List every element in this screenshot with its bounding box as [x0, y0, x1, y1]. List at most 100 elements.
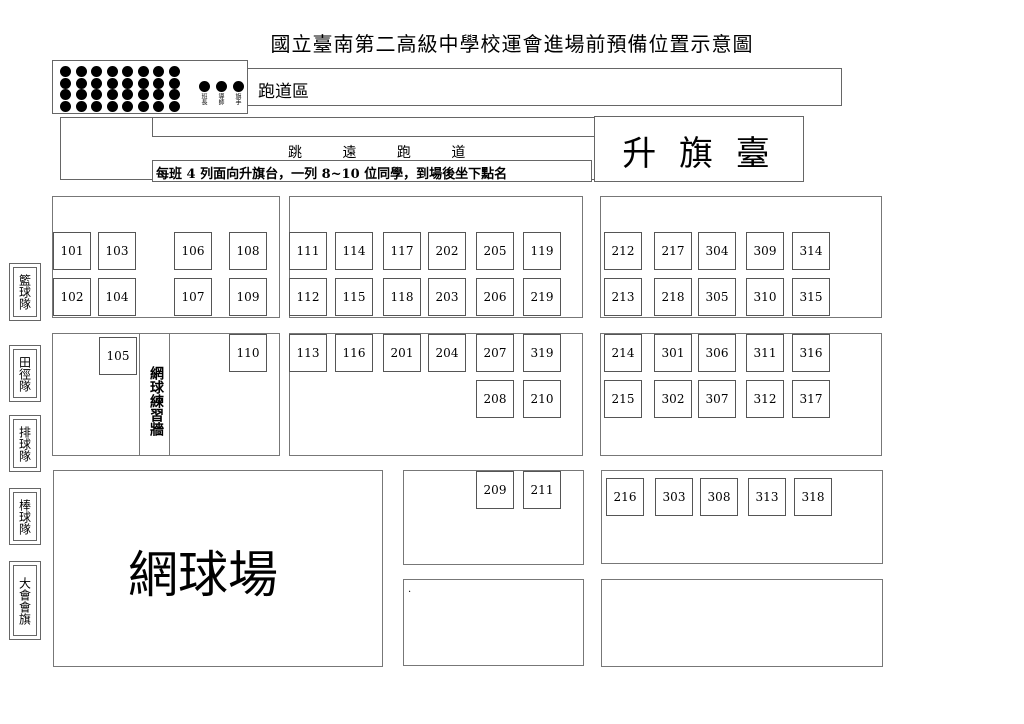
legend-flag-bearer: 旗手	[234, 93, 241, 105]
section-right-top	[600, 196, 882, 318]
formation-dot	[75, 66, 87, 77]
class-box-118: 118	[383, 278, 421, 316]
class-box-211: 211	[523, 471, 561, 509]
formation-dot	[168, 100, 180, 112]
section-right-lower	[601, 579, 883, 667]
formation-dot	[91, 89, 102, 100]
class-box-218: 218	[654, 278, 692, 316]
class-box-107: 107	[174, 278, 212, 316]
teacher-dot	[216, 81, 227, 92]
class-box-119: 119	[523, 232, 561, 270]
class-box-214: 214	[604, 334, 642, 372]
class-box-215: 215	[604, 380, 642, 418]
flag-stage	[594, 116, 804, 182]
class-box-313: 313	[748, 478, 786, 516]
instruction-text: 每班 4 列面向升旗台，一列 8~10 位同學，到場後坐下點名	[156, 167, 508, 182]
formation-dot	[168, 89, 180, 100]
formation-dot	[137, 100, 149, 112]
class-box-213: 213	[604, 278, 642, 316]
class-box-102: 102	[53, 278, 91, 316]
class-box-111: 111	[289, 232, 327, 270]
class-box-205: 205	[476, 232, 514, 270]
class-box-106: 106	[174, 232, 212, 270]
class-box-204: 204	[428, 334, 466, 372]
formation-dot	[137, 66, 149, 77]
runway-edge-top	[152, 136, 600, 137]
class-box-206: 206	[476, 278, 514, 316]
class-box-304: 304	[698, 232, 736, 270]
class-box-104: 104	[98, 278, 136, 316]
track-zone-label: 跑道區	[258, 82, 309, 102]
formation-dot	[60, 77, 71, 89]
tennis-court-label: 網球場	[128, 546, 278, 604]
class-box-219: 219	[523, 278, 561, 316]
class-box-309: 309	[746, 232, 784, 270]
formation-dot	[75, 100, 87, 112]
class-box-302: 302	[654, 380, 692, 418]
class-box-308: 308	[700, 478, 738, 516]
flag-bearer-dot	[233, 81, 244, 92]
class-leader-dot	[199, 81, 210, 92]
class-box-117: 117	[383, 232, 421, 270]
class-box-319: 319	[523, 334, 561, 372]
class-box-108: 108	[229, 232, 267, 270]
class-box-317: 317	[792, 380, 830, 418]
legend-class-leader: 班長	[200, 93, 207, 105]
long-jump-label: 跳 遠 跑 道	[288, 145, 484, 161]
formation-dot	[168, 77, 180, 89]
formation-dot	[60, 89, 71, 100]
class-box-311: 311	[746, 334, 784, 372]
formation-dot	[122, 77, 133, 89]
formation-dot	[75, 89, 87, 100]
section-right-mid	[600, 333, 882, 456]
formation-dot	[122, 100, 133, 112]
runway-edge	[152, 117, 153, 137]
class-box-109: 109	[229, 278, 267, 316]
class-box-201: 201	[383, 334, 421, 372]
formation-dot	[137, 77, 149, 89]
class-box-114: 114	[335, 232, 373, 270]
class-box-210: 210	[523, 380, 561, 418]
formation-dot	[106, 100, 118, 112]
class-box-318: 318	[794, 478, 832, 516]
class-box-212: 212	[604, 232, 642, 270]
instruction-box	[152, 160, 592, 182]
class-box-203: 203	[428, 278, 466, 316]
legend-homeroom-teacher: 導師	[217, 93, 224, 105]
formation-dot	[122, 89, 133, 100]
class-box-110: 110	[229, 334, 267, 372]
formation-dot	[91, 77, 102, 89]
team-baseball: 棒球隊	[9, 488, 41, 545]
formation-dot	[91, 100, 102, 112]
class-box-216: 216	[606, 478, 644, 516]
class-box-105: 105	[99, 337, 137, 375]
class-box-306: 306	[698, 334, 736, 372]
tennis-court	[53, 470, 383, 667]
class-box-307: 307	[698, 380, 736, 418]
formation-dot	[168, 66, 180, 77]
formation-dot	[60, 66, 71, 77]
class-box-208: 208	[476, 380, 514, 418]
formation-dot	[106, 66, 118, 77]
class-box-116: 116	[335, 334, 373, 372]
team-track-field: 田徑隊	[9, 345, 41, 402]
formation-dot	[153, 89, 164, 100]
page-title: 國立臺南第二高級中學校運會進場前預備位置示意圖	[270, 32, 754, 56]
dot-mark: .	[408, 584, 412, 595]
class-box-101: 101	[53, 232, 91, 270]
class-box-303: 303	[655, 478, 693, 516]
formation-dot	[106, 89, 118, 100]
class-box-103: 103	[98, 232, 136, 270]
formation-dot	[91, 66, 102, 77]
class-box-217: 217	[654, 232, 692, 270]
runway-notch	[61, 118, 153, 136]
team-basketball: 籃球隊	[9, 263, 41, 321]
class-box-316: 316	[792, 334, 830, 372]
class-box-113: 113	[289, 334, 327, 372]
tennis-wall-line-left	[139, 333, 140, 456]
section-right-bottom	[601, 470, 883, 564]
team-meet-flag: 大會會旗	[9, 561, 41, 640]
class-box-209: 209	[476, 471, 514, 509]
class-box-305: 305	[698, 278, 736, 316]
formation-dot	[153, 100, 164, 112]
